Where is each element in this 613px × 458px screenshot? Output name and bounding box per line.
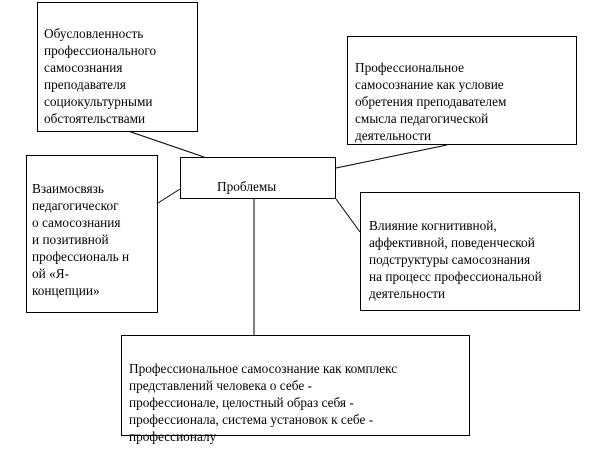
connector-to-condition bbox=[335, 144, 448, 169]
influence-text: Влияние когнитивной, аффективной, поведе… bbox=[369, 218, 542, 301]
problems-box: Проблемы bbox=[180, 157, 336, 199]
problems-label: Проблемы bbox=[217, 179, 277, 194]
conditioned-text: Обусловленность профессионального самосо… bbox=[44, 26, 157, 126]
conditioned-box: Обусловленность профессионального самосо… bbox=[37, 2, 198, 132]
influence-box: Влияние когнитивной, аффективной, поведе… bbox=[360, 192, 580, 311]
relation-box: Взаимосвязь педагогическог о самосознани… bbox=[26, 155, 158, 313]
connector-to-relation bbox=[157, 188, 181, 204]
connector-to-conditioned bbox=[127, 130, 205, 158]
self-awareness-text: Профессиональное самосознание как компле… bbox=[129, 361, 398, 444]
condition-text: Профессиональное самосознание как услови… bbox=[355, 60, 507, 143]
self-awareness-box: Профессиональное самосознание как компле… bbox=[121, 335, 470, 444]
condition-box: Профессиональное самосознание как услови… bbox=[347, 36, 577, 145]
connector-to-influence bbox=[335, 198, 361, 233]
relation-text: Взаимосвязь педагогическог о самосознани… bbox=[32, 181, 130, 298]
